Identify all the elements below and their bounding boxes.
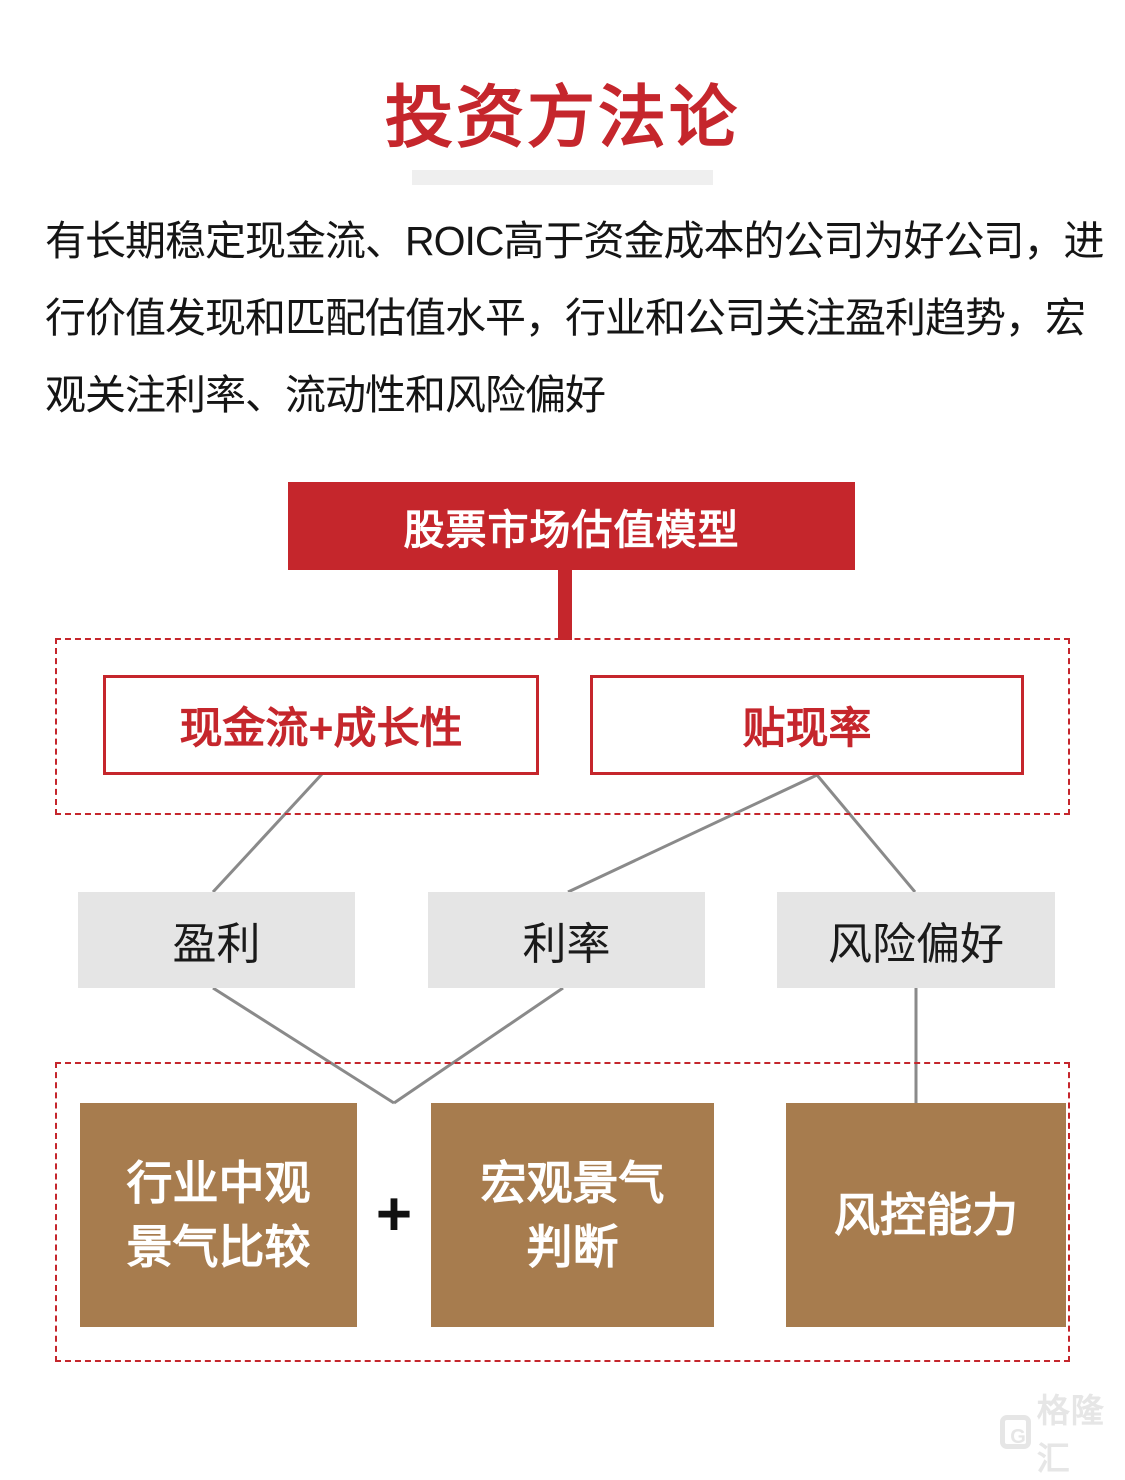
connector-lines-layer (211, 772, 918, 1105)
root-connector-stub (558, 568, 572, 640)
intro-line: 观关注利率、流动性和风险偏好 (45, 372, 606, 418)
title-underline-bar (412, 170, 713, 185)
intro-line: 有长期稳定现金流、ROIC高于资金成本的公司为好公司，进 (45, 218, 1105, 264)
page-title: 投资方法论 (384, 80, 740, 156)
node-interest-rate: 利率 (428, 892, 705, 988)
intro-paragraph: 有长期稳定现金流、ROIC高于资金成本的公司为好公司，进 行价值发现和匹配估值水… (45, 203, 1105, 434)
node-risk-appetite: 风险偏好 (777, 892, 1055, 988)
node-stock-market-valuation-model: 股票市场估值模型 (288, 482, 855, 570)
node-earnings: 盈利 (78, 892, 355, 988)
watermark-brand: 格隆汇 (1036, 1392, 1105, 1477)
connector-discount-to-risk-appetite (815, 774, 917, 893)
dashed-group-valuation-factors (55, 638, 1070, 815)
gelonghui-logo-icon: G (1000, 1415, 1031, 1449)
connector-cashflow-to-earnings (211, 772, 324, 894)
connector-interest-to-bottom (393, 986, 564, 1105)
connector-discount-to-interest (567, 773, 818, 894)
infographic-canvas: 投资方法论 有长期稳定现金流、ROIC高于资金成本的公司为好公司，进 行价值发现… (45, 80, 1105, 1477)
connector-earnings-to-bottom (212, 986, 395, 1105)
node-industry-meso-comparison: 行业中观 景气比较 (80, 1103, 357, 1327)
plus-sign: + (375, 1180, 413, 1249)
node-cashflow-growth: 现金流+成长性 (103, 675, 539, 775)
node-discount-rate: 贴现率 (590, 675, 1024, 775)
intro-line: 行价值发现和匹配估值水平，行业和公司关注盈利趋势，宏 (45, 295, 1086, 341)
watermark: G 格隆汇 (1000, 1384, 1125, 1480)
dashed-group-capabilities (55, 1062, 1070, 1362)
node-macro-sentiment-judgment: 宏观景气 判断 (431, 1103, 714, 1327)
node-risk-control-ability: 风控能力 (786, 1103, 1066, 1327)
